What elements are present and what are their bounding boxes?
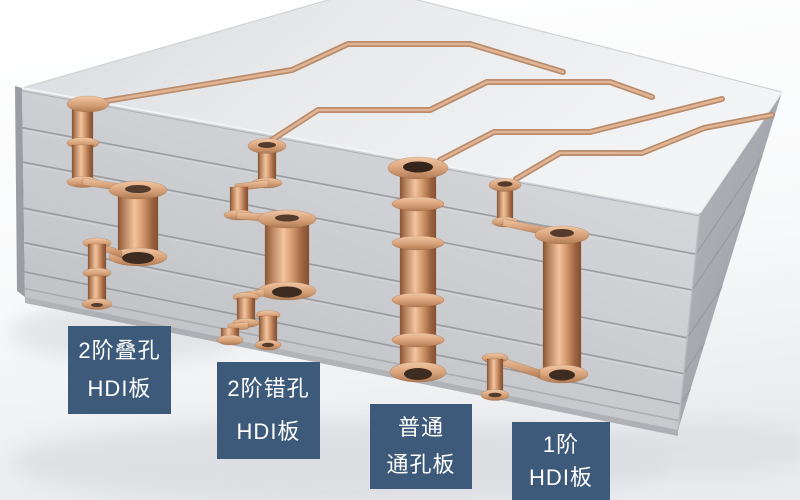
teardrop-pad	[66, 95, 110, 113]
board-right-face	[678, 92, 782, 430]
label-text-line2: HDI板	[529, 464, 593, 490]
board-edges	[21, 0, 783, 431]
copper-trace-4	[513, 112, 775, 182]
label-text-line2: 通孔板	[386, 451, 456, 477]
label-through-hole-board: 普通 通孔板	[370, 404, 472, 489]
copper-traces	[85, 41, 775, 182]
label-text-line1: 2阶错孔	[227, 376, 310, 402]
right-face-layer-lines	[680, 155, 763, 405]
label-text-line2: HDI板	[87, 376, 152, 401]
label-2-stage-stacked-hdi-board: 2阶叠孔 HDI板	[68, 326, 171, 414]
copper-trace-2	[264, 79, 655, 146]
label-1-stage-hdi-board: 1阶 HDI板	[512, 422, 610, 500]
via-group-1-stage-hdi	[480, 178, 590, 401]
board-front-face	[22, 88, 700, 430]
copper-trace-1	[85, 41, 566, 107]
via-group-2-stage-stacked	[66, 95, 168, 310]
board-left-sliver	[15, 86, 25, 297]
via-group-through-hole	[387, 156, 449, 383]
via-group-2-stage-staggered	[216, 138, 317, 351]
copper-trace-3	[437, 96, 725, 163]
label-text-line1: 1阶	[542, 431, 580, 457]
label-text-line1: 2阶叠孔	[78, 338, 161, 363]
label-text-line2: HDI板	[236, 418, 301, 444]
label-text-line1: 普通	[397, 415, 444, 441]
board-bottom-bevel	[25, 297, 678, 436]
label-2-stage-staggered-hdi-board: 2阶错孔 HDI板	[217, 362, 320, 459]
board-top-face	[22, 0, 782, 213]
